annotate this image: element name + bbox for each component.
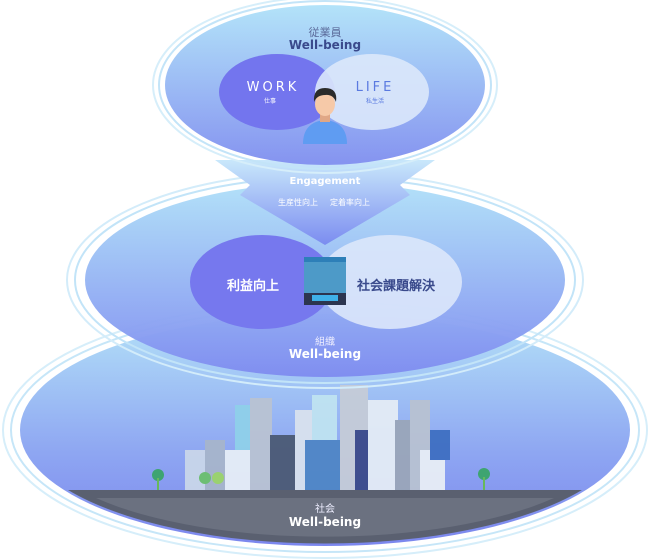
organization-subtitle: Well-being bbox=[288, 347, 362, 361]
engagement-retention: 定着率向上 bbox=[330, 198, 370, 207]
employee-layer bbox=[152, 0, 498, 245]
social-issues-label: 社会課題解決 bbox=[356, 279, 436, 294]
profit-label: 利益向上 bbox=[226, 279, 280, 294]
society-layer bbox=[2, 301, 648, 559]
society-subtitle: Well-being bbox=[288, 515, 362, 529]
organization-layer bbox=[66, 171, 584, 389]
engagement-arrow bbox=[215, 160, 435, 245]
engagement-productivity: 生産性向上 bbox=[278, 198, 318, 207]
life-sub: 私生活 bbox=[365, 98, 385, 105]
work-label: WORK bbox=[246, 80, 300, 95]
employee-subtitle: Well-being bbox=[288, 38, 362, 52]
employee-title: 従業員 bbox=[308, 26, 342, 39]
person-avatar-icon bbox=[303, 88, 347, 144]
company-building-icon bbox=[304, 257, 346, 305]
organization-title: 組織 bbox=[315, 337, 335, 348]
work-sub: 仕事 bbox=[263, 98, 277, 105]
engagement-label: Engagement bbox=[289, 176, 361, 187]
life-label: LIFE bbox=[355, 80, 395, 95]
society-title: 社会 bbox=[315, 504, 335, 515]
city-skyline-icon bbox=[152, 385, 490, 490]
